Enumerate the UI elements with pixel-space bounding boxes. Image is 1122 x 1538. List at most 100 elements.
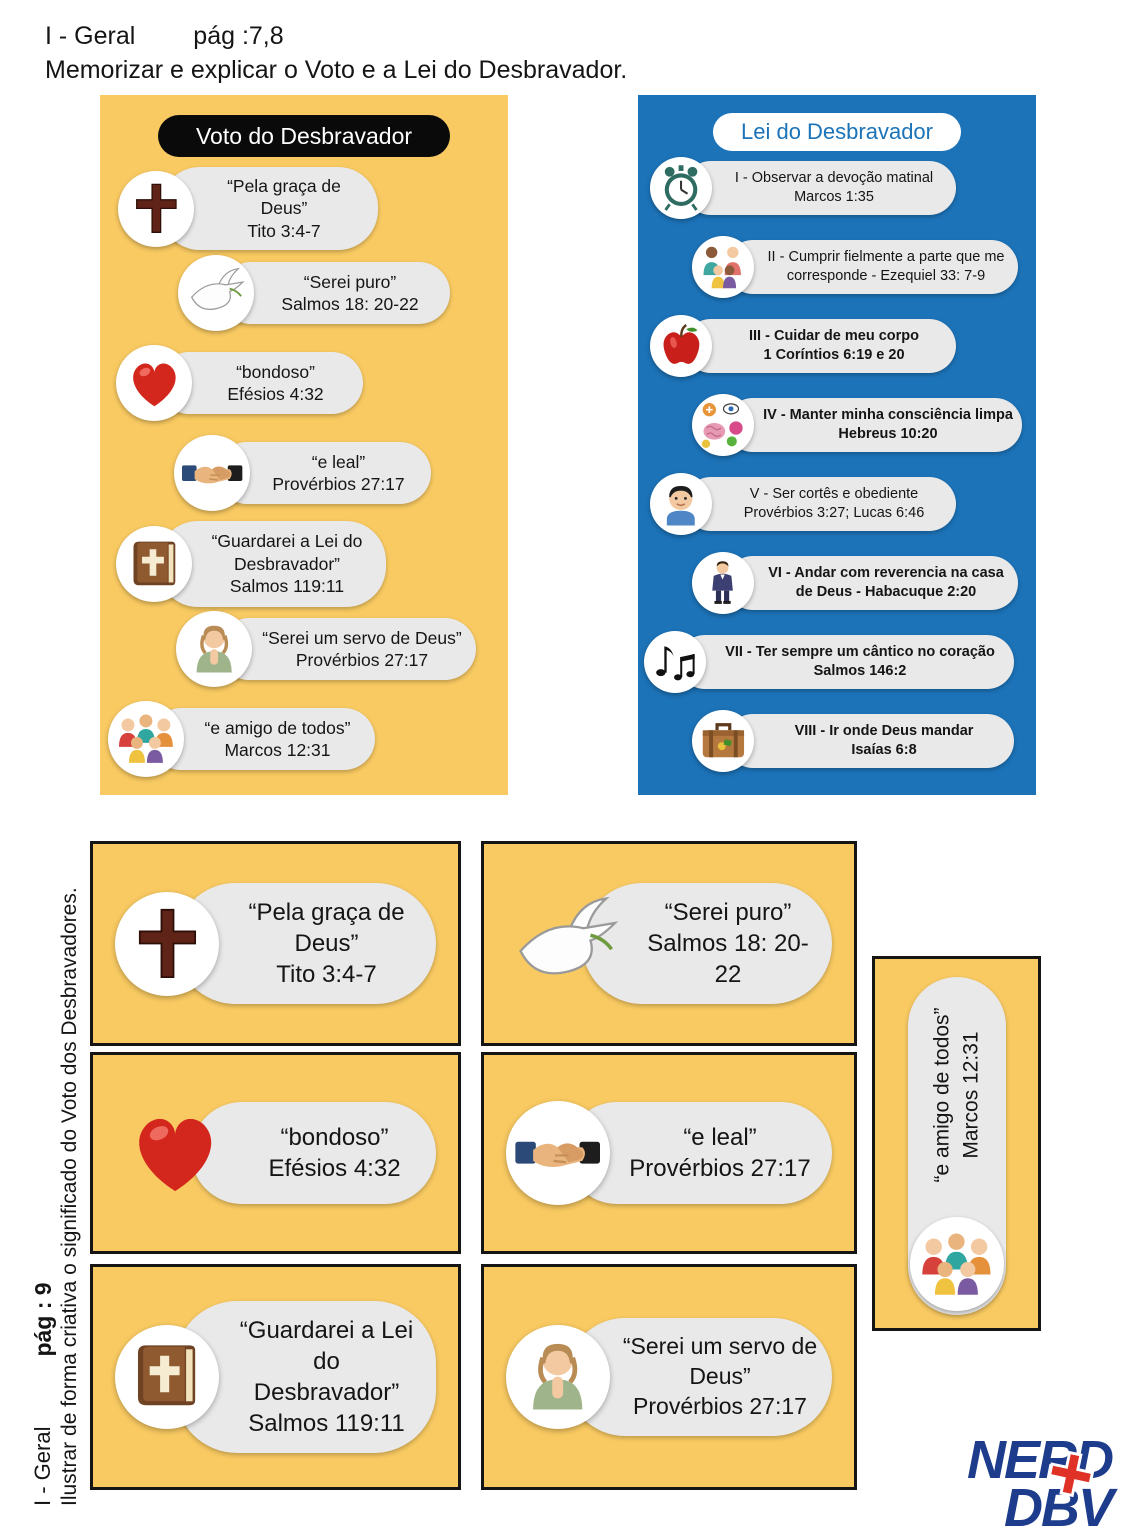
cross-icon	[118, 170, 194, 247]
bible-icon	[116, 526, 192, 602]
friends-icon	[909, 1217, 1004, 1311]
lei-item-pill: I - Observar a devoção matinal Marcos 1:…	[684, 161, 956, 215]
dove-icon	[506, 888, 626, 1000]
voto-item-graca: “Pela graça de Deus” Tito 3:4-7	[118, 167, 378, 251]
card-text-rotated: “e amigo de todos” Marcos 12:31	[927, 1007, 986, 1182]
header-page: pág :7,8	[193, 22, 284, 50]
card-text: “Guardarei a Lei do	[239, 1316, 414, 1375]
lei-item-ref: de Deus - Habacuque 2:20	[795, 584, 977, 600]
card-ref: Provérbios 27:17	[633, 1392, 807, 1419]
music-notes-icon	[644, 631, 706, 693]
card-text: “e leal”	[683, 1123, 757, 1151]
card-leal: “e leal” Provérbios 27:17	[481, 1052, 857, 1254]
card-guardarei: “Guardarei a Lei do Desbravador” Salmos …	[90, 1264, 461, 1490]
heart-icon	[115, 1097, 235, 1209]
voto-item-text: “bondoso”	[236, 361, 315, 382]
voto-item-ref: Provérbios 27:17	[272, 474, 405, 494]
voto-item-pill: “Pela graça de Deus” Tito 3:4-7	[160, 167, 378, 251]
header-section: I - Geral	[45, 22, 136, 50]
card-pill: “Guardarei a Lei do Desbravador” Salmos …	[175, 1300, 436, 1454]
voto-item-text: “Pela graça de Deus”	[227, 176, 341, 219]
lei-item-ref: Isaías 6:8	[851, 742, 917, 758]
lei-item-1: I - Observar a devoção matinal Marcos 1:…	[650, 157, 956, 219]
lei-item-pill: V - Ser cortês e obediente Provérbios 3:…	[684, 477, 956, 531]
voto-item-puro: “Serei puro” Salmos 18: 20-22	[178, 255, 450, 331]
voto-item-text: “Serei puro”	[303, 271, 397, 292]
card-text: “Pela graça de Deus”	[248, 898, 405, 957]
voto-item-leal: “e leal” Provérbios 27:17	[174, 435, 431, 511]
voto-item-ref: Tito 3:4-7	[247, 220, 321, 241]
card-pill: “Serei puro” Salmos 18: 20-22	[582, 882, 832, 1005]
sidebar-page: pág : 9	[30, 1282, 56, 1357]
voto-item-ref: Provérbios 27:17	[295, 650, 429, 670]
dove-icon	[178, 255, 254, 331]
voto-item-ref: Marcos 12:31	[224, 740, 331, 760]
voto-item-pill: “e leal” Provérbios 27:17	[216, 442, 431, 504]
card-amigo-vertical: “e amigo de todos” Marcos 12:31	[872, 956, 1041, 1331]
voto-item-pill: “Serei puro” Salmos 18: 20-22	[220, 262, 450, 324]
family-icon	[692, 236, 754, 298]
handshake-icon	[174, 435, 250, 511]
sidebar-section-page: I - Geral pág : 9	[30, 806, 57, 1506]
card-ref: Provérbios 27:17	[629, 1155, 811, 1182]
voto-item-text: “e leal”	[311, 451, 366, 472]
voto-item-pill: “e amigo de todos” Marcos 12:31	[150, 708, 375, 770]
praying-icon	[506, 1325, 610, 1429]
voto-item-servo: “Serei um servo de Deus” Provérbios 27:1…	[176, 611, 476, 687]
lei-item-5: V - Ser cortês e obediente Provérbios 3:…	[650, 473, 956, 535]
card-text: “e amigo de todos”	[930, 1007, 954, 1183]
card-pill: “e leal” Provérbios 27:17	[566, 1102, 832, 1204]
card-text: “bondoso”	[280, 1123, 389, 1151]
logo-line-bottom: DBV	[1003, 1478, 1114, 1538]
bible-icon	[115, 1325, 219, 1429]
card-ref: Salmos 119:11	[248, 1410, 405, 1438]
man-suit-icon	[692, 552, 754, 614]
nerd-dbv-logo: NERD DBV	[967, 1433, 1114, 1538]
voto-panel: Voto do Desbravador “Pela graça de Deus”…	[100, 95, 508, 795]
lei-item-7: VII - Ter sempre um cântico no coração S…	[644, 631, 1014, 693]
card-text: “Serei puro”	[664, 898, 792, 926]
card-pill: “e amigo de todos” Marcos 12:31	[907, 977, 1006, 1315]
lei-item-2: II - Cumprir fielmente a parte que me co…	[692, 236, 1018, 298]
lei-item-ref: Hebreus 10:20	[838, 426, 938, 442]
lei-item-4: IV - Manter minha consciência limpa Hebr…	[692, 394, 1022, 456]
red-cross-icon	[1047, 1450, 1095, 1498]
lei-item-text: IV - Manter minha consciência limpa	[763, 406, 1013, 423]
voto-item-ref: Salmos 18: 20-22	[281, 294, 419, 314]
sidebar-section: I - Geral	[30, 1426, 55, 1506]
card-servo: “Serei um servo de Deus” Provérbios 27:1…	[481, 1264, 857, 1490]
boy-icon	[650, 473, 712, 535]
voto-item-pill: “Guardarei a Lei do Desbravador” Salmos …	[158, 521, 386, 607]
lei-item-pill: VI - Andar com reverencia na casa de Deu…	[726, 556, 1018, 610]
lei-panel: Lei do Desbravador I - Observar a devoçã…	[638, 95, 1036, 795]
voto-item-ref: Salmos 119:11	[229, 576, 345, 597]
lei-item-ref: Marcos 1:35	[794, 189, 874, 205]
sidebar-description: Ilustrar de forma criativa o significado…	[58, 887, 81, 1506]
card-pill: “bondoso” Efésios 4:32	[191, 1102, 436, 1204]
lei-item-ref: Provérbios 3:27; Lucas 6:46	[743, 505, 925, 521]
lei-item-ref: 1 Coríntios 6:19 e 20	[763, 347, 905, 363]
apple-icon	[650, 315, 712, 377]
family-icon	[108, 701, 184, 777]
lei-title: Lei do Desbravador	[713, 113, 961, 151]
card-pill: “Serei um servo de Deus” Provérbios 27:1…	[566, 1318, 832, 1436]
page-header: I - Geral pág :7,8 Memorizar e explicar …	[45, 22, 627, 85]
lei-item-6: VI - Andar com reverencia na casa de Deu…	[692, 552, 1018, 614]
card-ref: Marcos 12:31	[959, 1031, 983, 1159]
mind-icon	[692, 394, 754, 456]
voto-item-text: “e amigo de todos”	[204, 717, 351, 738]
card-ref: Tito 3:4-7	[276, 961, 377, 989]
card-pela-graca: “Pela graça de Deus” Tito 3:4-7	[90, 841, 461, 1046]
lei-item-pill: III - Cuidar de meu corpo 1 Coríntios 6:…	[684, 319, 956, 373]
lei-item-pill: VII - Ter sempre um cântico no coração S…	[678, 635, 1014, 689]
card-ref: Salmos 18: 20-22	[647, 929, 809, 989]
lei-item-pill: II - Cumprir fielmente a parte que me co…	[726, 240, 1018, 294]
card-bondoso: “bondoso” Efésios 4:32	[90, 1052, 461, 1254]
lei-item-text: III - Cuidar de meu corpo	[749, 327, 919, 344]
lei-item-text: VII - Ter sempre um cântico no coração	[725, 643, 995, 660]
voto-item-amigo: “e amigo de todos” Marcos 12:31	[108, 701, 375, 777]
cross-icon	[115, 891, 219, 996]
voto-item-text: Desbravador”	[233, 553, 341, 574]
lei-item-ref: corresponde - Ezequiel 33: 7-9	[786, 268, 986, 284]
lei-item-text: I - Observar a devoção matinal	[734, 169, 934, 186]
